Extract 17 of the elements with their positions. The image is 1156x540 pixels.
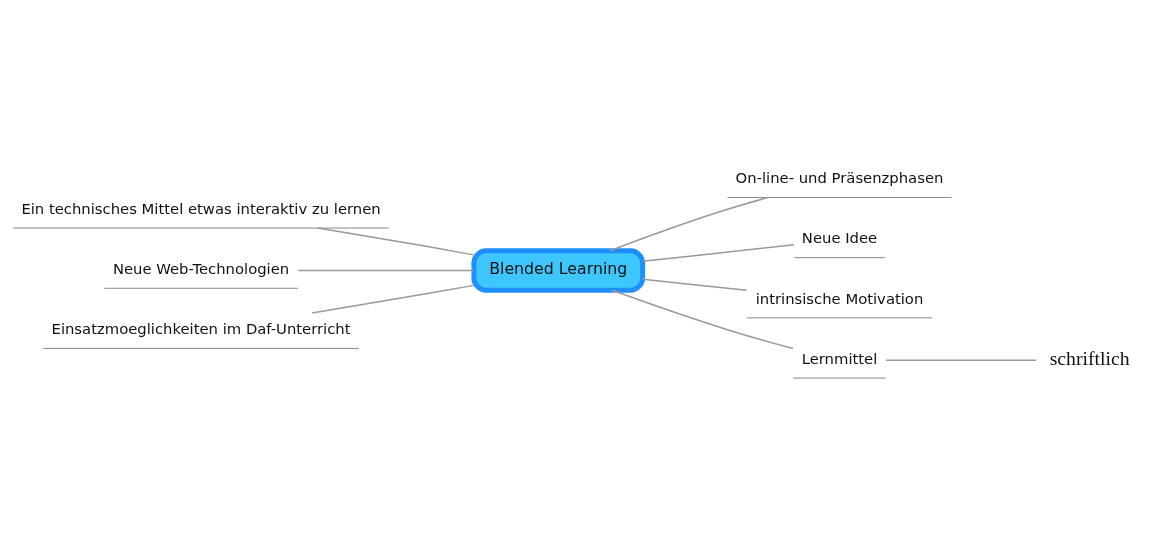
node-text: Lernmittel xyxy=(801,349,878,367)
node-text: Ein technisches Mittel etwas interaktiv zu lernen xyxy=(21,199,381,217)
node-text: On-line- und Präsenzphasen xyxy=(735,169,944,187)
node-box: Blended Learning xyxy=(471,248,646,293)
node-text: Einsatzmoeglichkeiten im Daf-Unterricht xyxy=(51,320,351,338)
connector xyxy=(885,359,1037,362)
node-text: intrinsische Motivation xyxy=(755,289,924,307)
node-text: Neue Idee xyxy=(801,229,878,247)
connector xyxy=(641,244,795,263)
connector xyxy=(311,284,475,314)
connector xyxy=(611,289,794,350)
node-text: Neue Web-Technologien xyxy=(112,259,290,277)
connector xyxy=(316,227,475,256)
connector xyxy=(297,269,475,272)
connector xyxy=(641,278,748,292)
node-text: schriftlich xyxy=(1049,347,1130,370)
connector xyxy=(609,196,769,252)
